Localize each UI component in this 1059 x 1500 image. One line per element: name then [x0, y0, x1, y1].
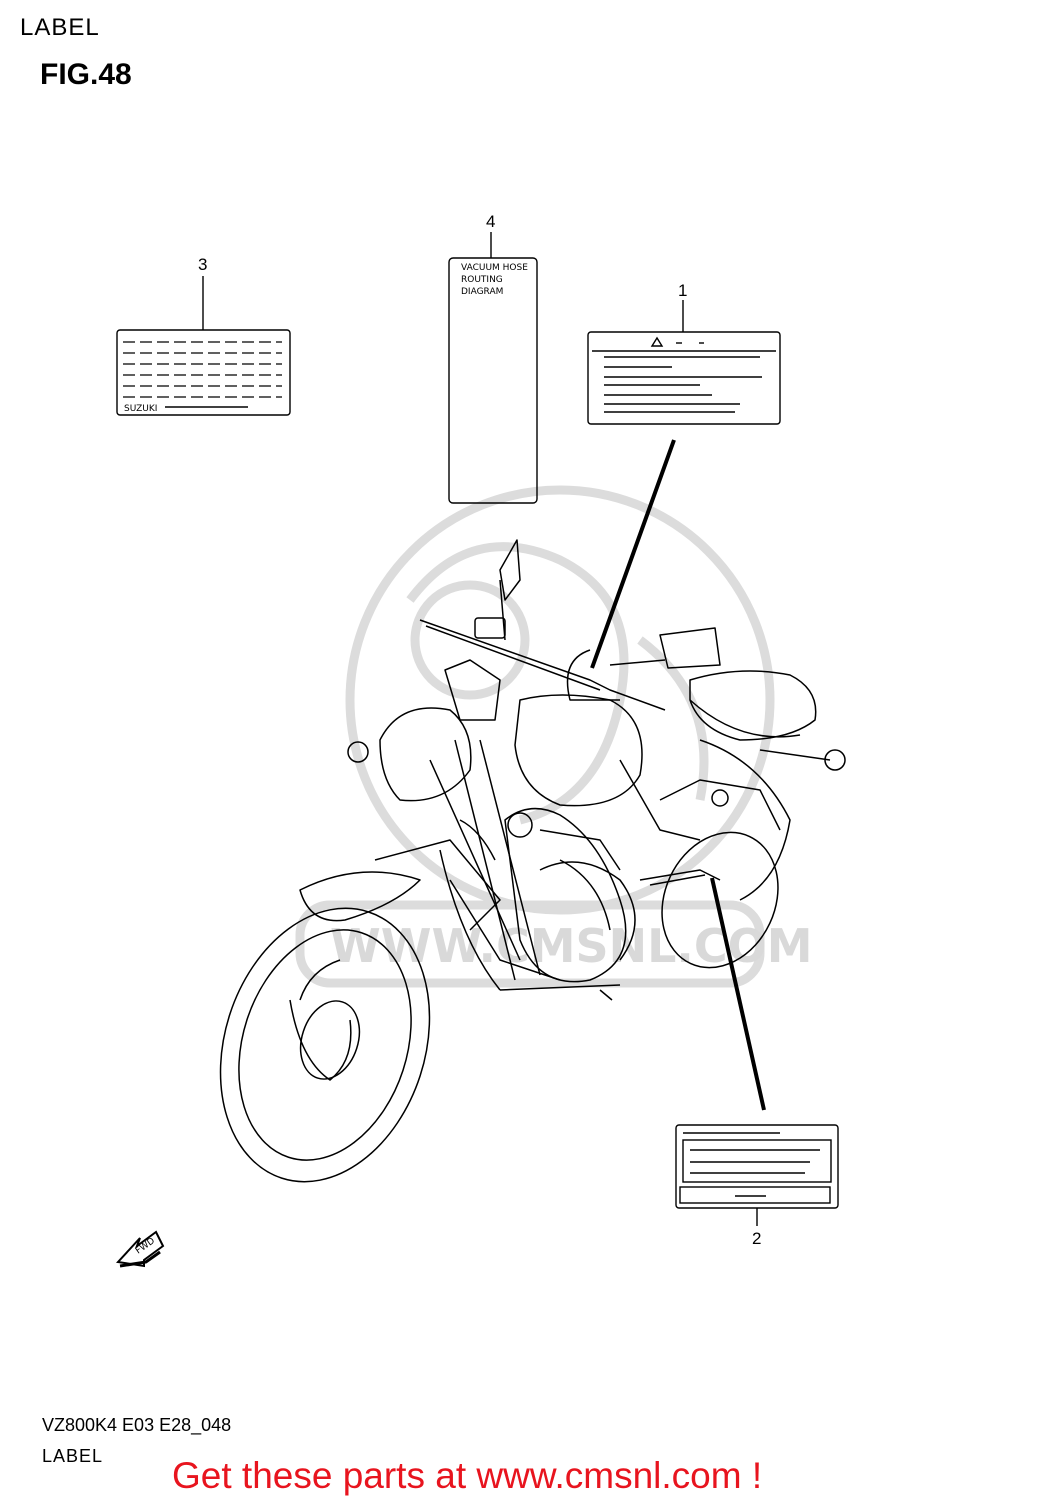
callout-3: 3 [198, 255, 207, 274]
footer-label: LABEL [42, 1446, 104, 1466]
forward-direction-arrow-icon: FWD [115, 1230, 165, 1268]
watermark-text: WWW.CMSNL.COM [330, 919, 813, 973]
diagram-code: VZ800K4 E03 E28_048 [42, 1415, 232, 1435]
callout-4: 4 [486, 212, 495, 231]
leader-line-1 [590, 439, 676, 669]
section-title: LABEL [20, 14, 100, 41]
part-1-info-label[interactable] [587, 300, 781, 425]
part-4-vacuum-hose-label[interactable] [448, 232, 538, 504]
label-4-line-3: DIAGRAM [461, 287, 503, 297]
callout-2: 2 [752, 1229, 761, 1248]
promo-link[interactable]: Get these parts at www.cmsnl.com ! [172, 1455, 763, 1496]
label-4-line-1: VACUUM HOSE [461, 263, 528, 273]
figure-title: FIG.48 [40, 58, 132, 91]
motorcycle-illustration [219, 539, 846, 1183]
callout-1: 1 [678, 281, 687, 300]
part-2-tire-info-label[interactable] [675, 1124, 839, 1226]
leader-line-2 [710, 877, 766, 1111]
label-3-brand: SUZUKI [124, 404, 157, 414]
part-3-caution-label[interactable]: SUZUKI [116, 276, 291, 416]
label-4-line-2: ROUTING [461, 275, 503, 285]
